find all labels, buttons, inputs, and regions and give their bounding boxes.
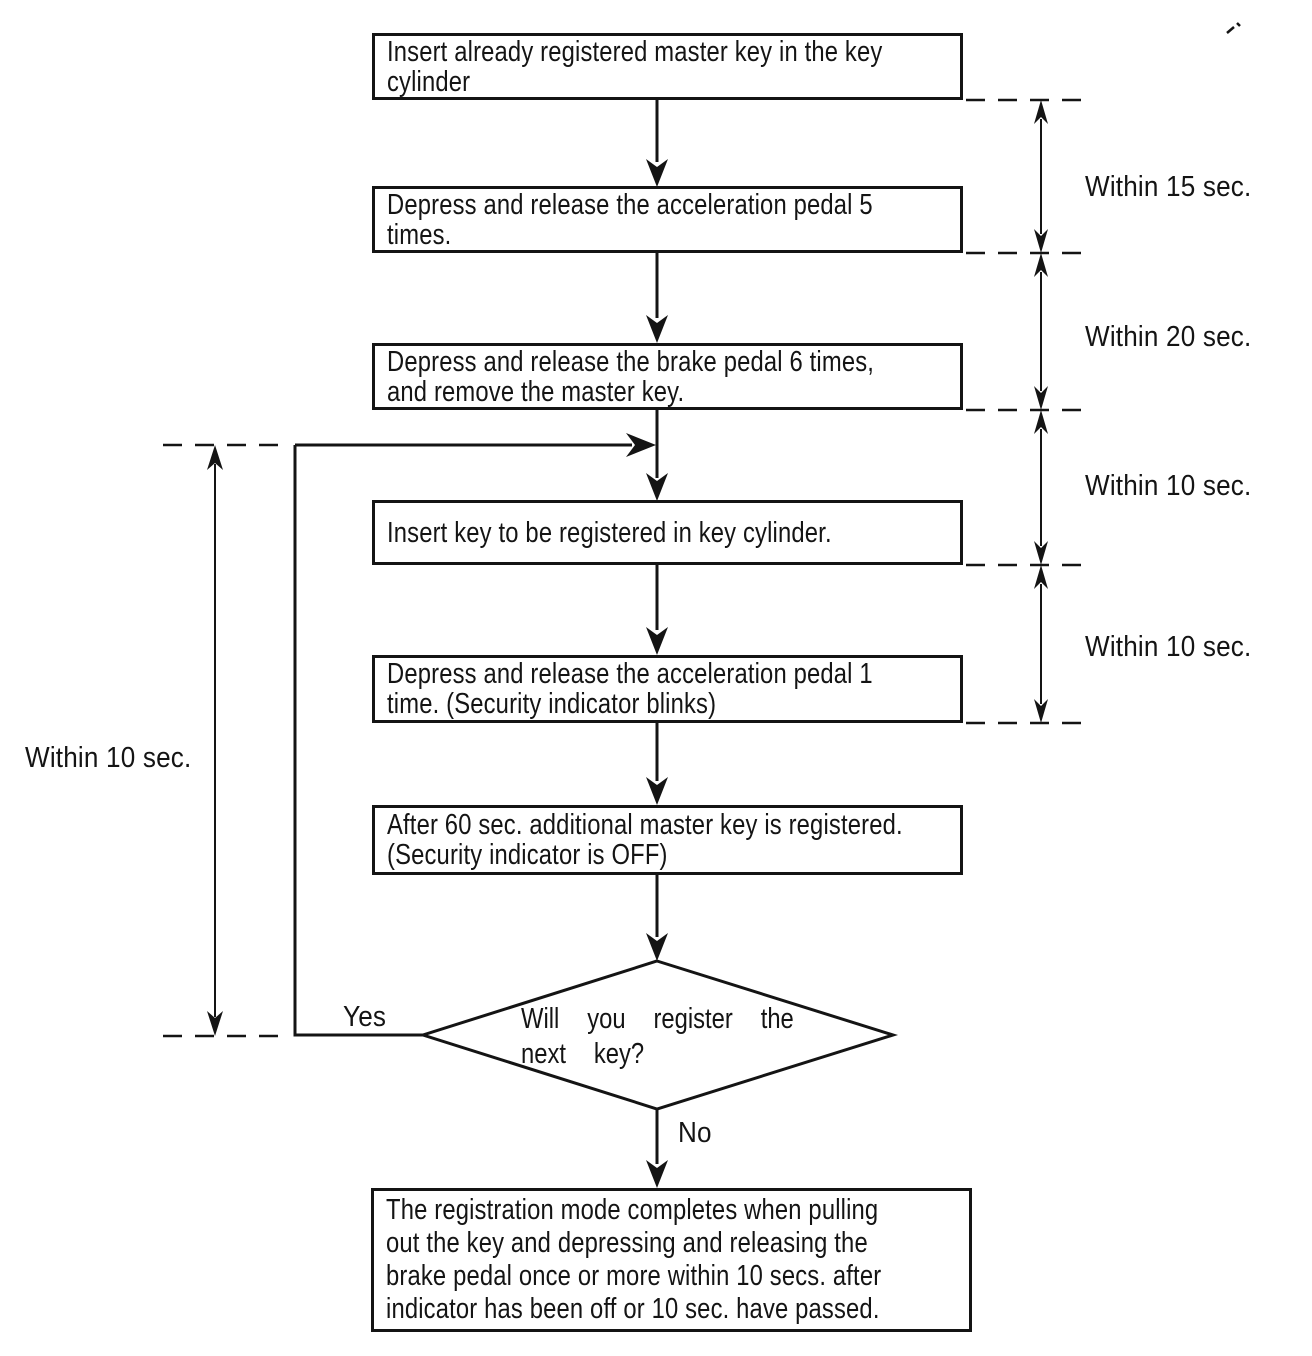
timing-label-right-1: Within 15 sec.: [1085, 171, 1252, 203]
no-branch-label: No: [678, 1117, 712, 1149]
timing-label-left: Within 10 sec.: [25, 742, 192, 774]
step-3-text: Depress and release the brake pedal 6 ti…: [387, 345, 875, 408]
flow-arrow-step1-step2: [646, 100, 668, 187]
flow-arrow-step6-decision: [646, 875, 668, 961]
timing-label-right-4: Within 10 sec.: [1085, 631, 1252, 663]
flow-box-step-5: Depress and release the acceleration ped…: [372, 655, 963, 723]
flow-arrow-step2-step3: [646, 253, 668, 343]
arrowhead-right-icon: [626, 433, 656, 457]
arrowhead-down-icon: [646, 933, 668, 961]
flow-arrow-step5-step6: [646, 723, 668, 805]
arrowhead-down-icon: [646, 473, 668, 501]
step-2-text: Depress and release the acceleration ped…: [387, 188, 873, 251]
left-measure-within-10-sec: [207, 445, 223, 1036]
right-measure-within-10-sec-a: [1034, 410, 1048, 565]
flow-box-step-4: Insert key to be registered in key cylin…: [372, 500, 963, 565]
step-7-text: The registration mode completes when pul…: [386, 1194, 882, 1325]
flow-box-step-1: Insert already registered master key in …: [372, 33, 963, 100]
arrowhead-down-icon: [646, 627, 668, 655]
step-5-text: Depress and release the acceleration ped…: [387, 658, 873, 720]
timing-label-right-2: Within 20 sec.: [1085, 321, 1252, 353]
flow-arrow-step3-step4: [646, 410, 668, 501]
flow-arrow-step4-step5: [646, 565, 668, 655]
arrowhead-down-icon: [646, 315, 668, 343]
right-measure-within-15-sec: [1034, 100, 1048, 253]
left-dashed-guides: [163, 443, 291, 1038]
yes-branch-label: Yes: [343, 1001, 387, 1033]
decision-diamond-shape: [418, 959, 899, 1111]
step-6-text: After 60 sec. additional master key is r…: [387, 809, 903, 871]
step-1-text: Insert already registered master key in …: [387, 35, 883, 98]
arrowhead-down-icon: [646, 777, 668, 805]
yes-return-line: [293, 445, 423, 1037]
flow-box-step-3: Depress and release the brake pedal 6 ti…: [372, 343, 963, 410]
arrowhead-down-icon: [646, 159, 668, 187]
flow-box-step-2: Depress and release the acceleration ped…: [372, 186, 963, 253]
flow-box-step-7: The registration mode completes when pul…: [371, 1188, 972, 1332]
flow-box-step-6: After 60 sec. additional master key is r…: [372, 805, 963, 875]
yes-return-junction-arrow: [295, 433, 656, 457]
right-measure-within-20-sec: [1034, 253, 1048, 410]
flow-arrow-decision-step7: [646, 1109, 668, 1188]
scan-speck: [1226, 22, 1241, 34]
decision-text: Will you register the next key?: [521, 1003, 794, 1070]
step-4-text: Insert key to be registered in key cylin…: [387, 516, 832, 549]
right-dashed-guides: [966, 98, 1090, 725]
timing-label-right-3: Within 10 sec.: [1085, 470, 1252, 502]
right-measure-within-10-sec-b: [1034, 565, 1048, 723]
arrowhead-down-icon: [646, 1160, 668, 1188]
